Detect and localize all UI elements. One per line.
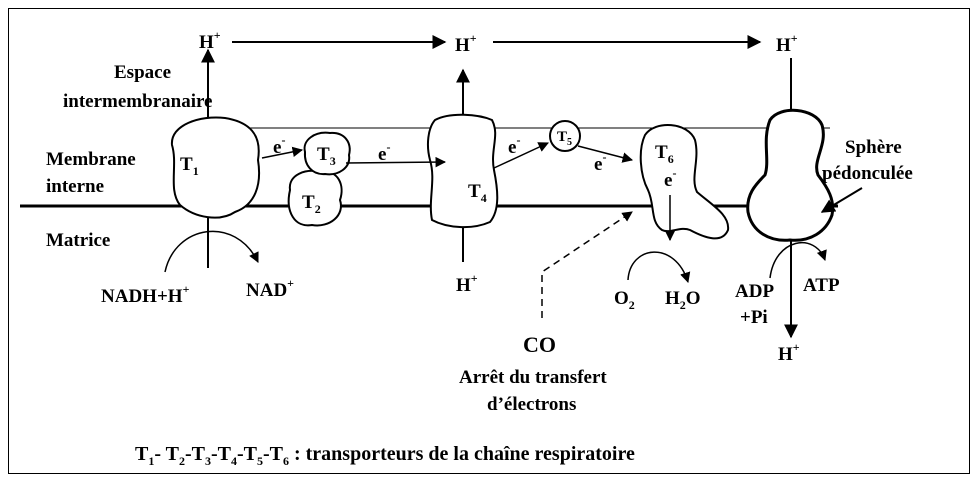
t5-label: T5: [557, 129, 572, 148]
transporter-t5: [549, 120, 581, 152]
espace-label-line2: intermembranaire: [63, 91, 213, 112]
t3-label: T3: [317, 144, 336, 168]
h2o-label: H2O: [665, 288, 701, 312]
o2-curve-arrow: [627, 251, 691, 284]
h-plus-top-middle: H+: [455, 31, 477, 56]
nad-label: NAD+: [246, 276, 294, 301]
espace-label-line1: Espace: [114, 62, 171, 83]
nadh-curve-arrow: [164, 230, 259, 273]
sphere-label-line1: Sphère: [845, 137, 902, 158]
h-plus-atp-bottom: H+: [778, 340, 800, 365]
transporter-t6: [639, 123, 730, 240]
adp-label-line1: ADP: [735, 281, 774, 302]
figure-frame: [8, 8, 970, 474]
t2-label: T2: [302, 192, 321, 216]
t6-label: T6: [655, 142, 674, 166]
nadh-label: NADH+H+: [101, 282, 190, 307]
atp-label: ATP: [803, 275, 840, 296]
transporter-t1: [170, 116, 261, 219]
t4-label: T4: [468, 181, 487, 205]
membrane-label-line1: Membrane: [46, 149, 136, 170]
h-plus-top-right: H+: [776, 31, 798, 56]
e-arrow-t3-t4: [345, 156, 447, 168]
co-inhibition-arrow: [541, 211, 633, 318]
electron-label-1: e-: [273, 133, 285, 158]
transporter-t4: [426, 113, 499, 228]
h-plus-top-left: H+: [199, 28, 221, 53]
h-plus-t4-bottom: H+: [456, 271, 478, 296]
electron-label-3: e-: [508, 133, 520, 158]
atp-synthase: [746, 108, 835, 242]
e-arrow-t5-t6: [577, 145, 634, 163]
e-arrow-t4-t5: [493, 142, 549, 169]
t1-label: T1: [180, 154, 199, 178]
sphere-label-line2: pédonculée: [822, 163, 913, 184]
transporter-t3: [303, 131, 351, 176]
figure-caption: T1- T2-T3-T4-T5-T6 : transporteurs de la…: [135, 443, 635, 468]
matrice-label: Matrice: [46, 230, 110, 251]
sphere-pointer-arrow: [820, 187, 863, 213]
o2-label: O2: [614, 288, 635, 312]
co-label: CO: [523, 332, 556, 357]
electron-label-5: e-: [664, 166, 676, 191]
membrane-label-line2: interne: [46, 176, 104, 197]
e-arrow-t1-t3: [261, 146, 304, 159]
arret-label-line2: d’électrons: [487, 394, 576, 415]
electron-label-2: e-: [378, 140, 390, 165]
adp-curve-arrow: [769, 242, 827, 279]
electron-label-4: e-: [594, 150, 606, 175]
transporter-t2: [287, 170, 343, 227]
adp-label-line2: +Pi: [740, 307, 768, 328]
arret-label-line1: Arrêt du transfert: [459, 367, 607, 388]
